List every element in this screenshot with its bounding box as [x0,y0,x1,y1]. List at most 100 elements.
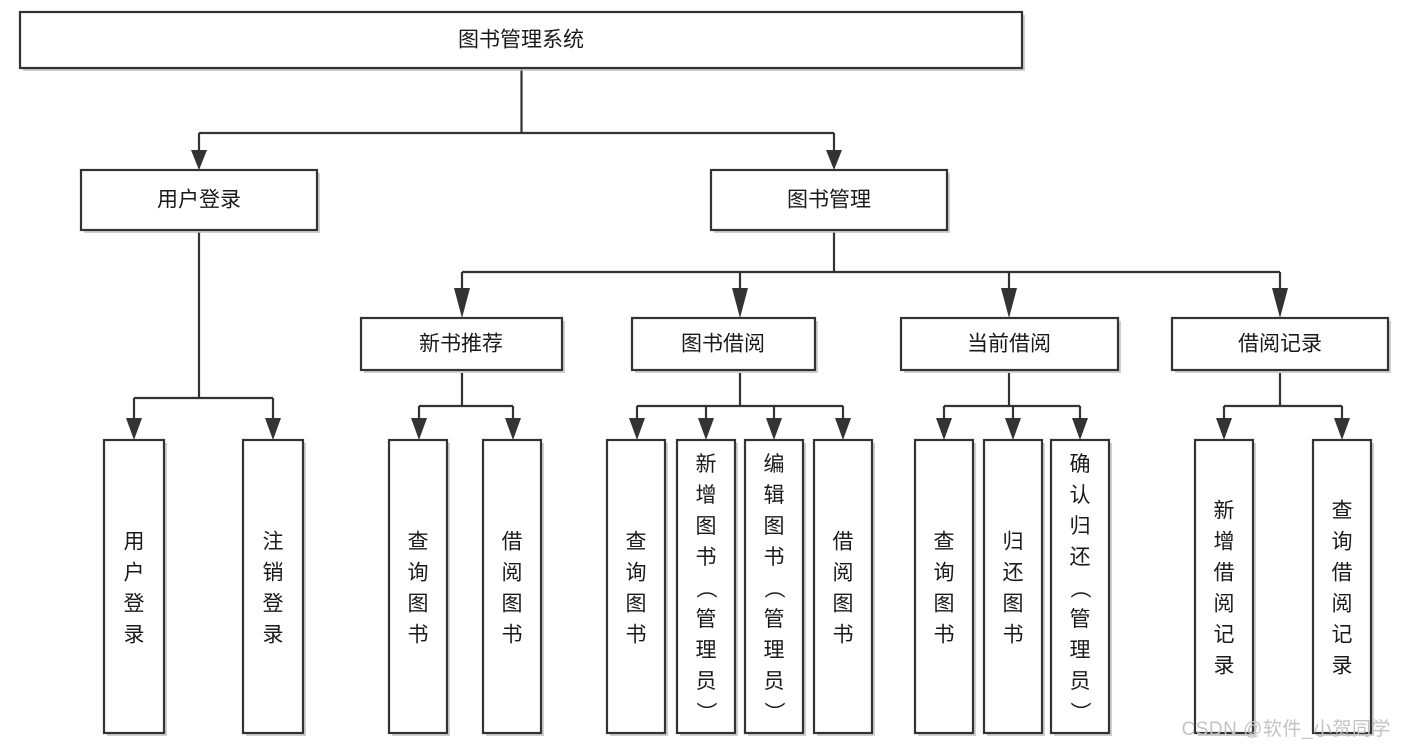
node-root-label: 图书管理系统 [458,29,584,52]
svg-text:辑: 辑 [764,484,785,507]
node-leaf-query-book-3[interactable] [913,438,976,736]
node-newbook[interactable]: 新书推荐 [359,316,565,373]
svg-text:书: 书 [502,624,523,647]
node-login-label: 用户登录 [157,189,241,212]
node-leaf-confirm-return[interactable] [1049,438,1112,736]
node-leaf-query-book-3-box [913,438,975,735]
svg-text:借: 借 [1214,562,1235,585]
svg-text:管: 管 [696,608,717,631]
svg-text:录: 录 [124,624,145,647]
svg-text:新: 新 [696,453,717,476]
arrow-head-leaf-edit-book [766,418,782,440]
node-leaf-add-record-box [1193,438,1255,735]
svg-text:还: 还 [1003,562,1024,585]
arrow-head-login [191,150,207,170]
svg-text:查: 查 [1332,500,1353,523]
svg-text:销: 销 [263,562,284,585]
svg-text:增: 增 [696,484,717,507]
node-leaf-borrow-book-2[interactable] [812,438,875,736]
svg-text:图: 图 [696,515,717,538]
svg-text:登: 登 [124,593,145,616]
svg-text:还: 还 [1070,546,1091,569]
svg-text:归: 归 [1003,531,1024,554]
svg-text:管: 管 [1070,608,1091,631]
svg-text:书: 书 [696,546,717,569]
svg-text:员: 员 [1070,670,1091,693]
node-leaf-user-logout[interactable] [241,438,306,736]
svg-text:管: 管 [764,608,785,631]
node-leaf-query-record[interactable] [1311,438,1374,736]
svg-text:借: 借 [1332,562,1353,585]
svg-text:记: 记 [1332,624,1353,647]
node-leaf-borrow-book-1[interactable] [481,438,544,736]
node-leaf-user-login-label: 用户登录 [124,531,145,647]
node-leaf-borrow-book-2-box [812,438,874,735]
arrow-head-records [1272,288,1288,318]
node-newbook-label: 新书推荐 [419,333,503,356]
svg-text:用: 用 [124,531,145,554]
svg-text:查: 查 [626,531,647,554]
svg-text:图: 图 [502,593,523,616]
node-leaf-add-record[interactable] [1193,438,1256,736]
watermark-text: CSDN @软件_小贺同学 [1181,719,1391,740]
svg-text:书: 书 [408,624,429,647]
node-leaf-add-book[interactable] [675,438,738,736]
svg-text:）: ） [694,702,717,723]
svg-text:图: 图 [934,593,955,616]
node-leaf-confirm-return-box [1049,438,1111,735]
node-records-box [1170,316,1390,372]
arrow-head-leaf-query-book-1 [411,418,427,440]
svg-text:询: 询 [1332,531,1353,554]
node-records[interactable]: 借阅记录 [1170,316,1391,373]
node-leaf-query-book-2[interactable] [605,438,668,736]
arrow-head-leaf-user-logout [265,418,281,440]
node-leaf-query-book-2-box [605,438,667,735]
node-current[interactable]: 当前借阅 [899,316,1121,373]
svg-text:（: （ [1068,578,1091,599]
arrow-head-newbook [454,288,470,318]
svg-text:员: 员 [764,670,785,693]
svg-text:图: 图 [764,515,785,538]
node-leaf-query-record-box [1311,438,1373,735]
node-borrow[interactable]: 图书借阅 [630,316,818,373]
node-login[interactable]: 用户登录 [79,168,320,233]
svg-text:员: 员 [696,670,717,693]
svg-text:图: 图 [1003,593,1024,616]
arrow-head-leaf-query-book-2 [629,418,645,440]
node-leaf-edit-book[interactable] [743,438,806,736]
svg-text:确: 确 [1070,453,1091,476]
node-leaf-borrow-book-1-box [481,438,543,735]
arrow-head-bookmgmt [826,150,842,170]
node-leaf-query-book-1-box [387,438,449,735]
node-leaf-query-book-1[interactable] [387,438,450,736]
svg-text:阅: 阅 [833,562,854,585]
svg-text:（: （ [762,578,785,599]
svg-text:归: 归 [1070,515,1091,538]
arrow-head-leaf-query-record [1334,418,1350,440]
svg-text:询: 询 [408,562,429,585]
node-bookmgmt[interactable]: 图书管理 [709,168,950,233]
arrow-head-leaf-add-book [698,418,714,440]
svg-text:询: 询 [626,562,647,585]
node-leaf-return-book[interactable] [982,438,1045,736]
arrow-head-leaf-add-record [1216,418,1232,440]
arrow-head-leaf-borrow-book-2 [835,418,851,440]
node-leaf-user-login[interactable] [102,438,167,736]
svg-text:阅: 阅 [502,562,523,585]
svg-text:记: 记 [1214,624,1235,647]
node-root[interactable]: 图书管理系统 [18,10,1025,71]
node-leaf-user-logout-box [241,438,305,735]
svg-text:书: 书 [764,546,785,569]
node-current-box [899,316,1120,372]
svg-text:录: 录 [1214,655,1235,678]
svg-text:阅: 阅 [1332,593,1353,616]
